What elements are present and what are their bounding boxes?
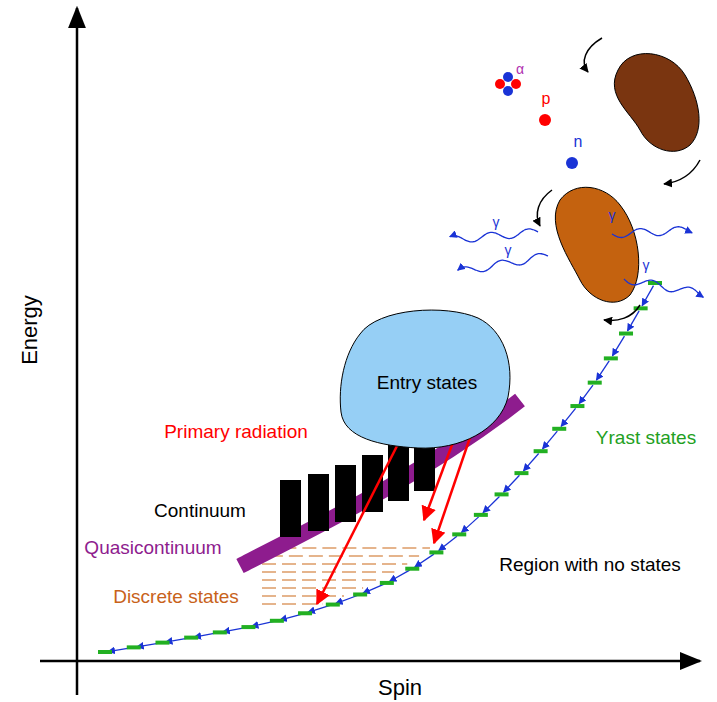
yrast-transition	[336, 596, 358, 604]
yrast-level	[474, 513, 488, 517]
yrast-level	[184, 636, 198, 640]
particle-label: α	[516, 62, 524, 77]
axis-title: Spin	[378, 676, 422, 700]
yrast-level	[127, 645, 141, 649]
yrast-level	[588, 381, 602, 385]
yrast-transition	[523, 453, 538, 470]
gamma-ray	[612, 227, 692, 238]
yrast-level	[326, 603, 340, 607]
yrast-level	[270, 619, 284, 623]
particle-label: n	[574, 133, 583, 151]
gamma-label: γ	[609, 208, 616, 223]
compound-nucleus	[555, 187, 638, 302]
gamma-rays	[450, 227, 704, 298]
yrast-level	[380, 581, 394, 585]
yrast-level	[241, 625, 255, 629]
region-title: Entry states	[377, 360, 477, 394]
gamma-label: γ	[643, 258, 650, 273]
yrast-transition	[596, 361, 609, 380]
yrast-transition	[579, 385, 593, 404]
yrast-level	[570, 404, 584, 408]
neutron	[566, 157, 578, 169]
yrast-transition	[415, 554, 434, 567]
residual-nucleus	[614, 54, 699, 152]
entry-states-region: Entry states	[338, 302, 516, 452]
yrast-transition	[628, 311, 640, 331]
yrast-level	[552, 427, 566, 431]
proton	[539, 114, 551, 126]
region-label: Region with no states	[499, 555, 681, 576]
rotation-arrow	[604, 305, 640, 320]
yrast-level	[213, 630, 227, 634]
yrast-transition	[389, 570, 409, 581]
yrast-level	[452, 532, 466, 536]
yrast-transition	[543, 431, 558, 449]
yrast-level	[155, 641, 169, 645]
region-label: Continuum	[154, 501, 246, 522]
yrast-level	[495, 492, 509, 496]
particle-label: p	[542, 90, 551, 108]
rotation-arrow	[537, 190, 552, 226]
yrast-level	[619, 332, 633, 336]
yrast-transition	[363, 584, 384, 593]
yrast-transition	[439, 536, 457, 550]
yrast-line	[98, 281, 662, 654]
discrete-levels	[262, 548, 430, 604]
region-label: Yrast states	[596, 428, 696, 449]
axis-title: Energy	[18, 295, 42, 365]
region-label: Quasicontinuum	[84, 538, 221, 559]
gamma-label: γ	[493, 215, 500, 230]
yrast-transition	[461, 517, 478, 532]
gamma-ray	[458, 254, 548, 272]
gamma-ray	[624, 279, 703, 297]
energy-axis	[76, 8, 79, 695]
yrast-level	[514, 471, 528, 475]
yrast-transition	[642, 286, 653, 306]
rotation-arrow	[584, 38, 602, 72]
yrast-transition	[504, 475, 520, 492]
yrast-level	[604, 356, 618, 360]
yrast-transition	[561, 408, 575, 426]
spin-axis	[40, 660, 700, 663]
yrast-level	[534, 449, 548, 453]
yrast-transition	[483, 497, 499, 513]
yrast-level	[298, 611, 312, 615]
yrast-level	[429, 550, 443, 554]
region-label: Discrete states	[113, 587, 239, 608]
yrast-transition	[612, 336, 624, 356]
gamma-ray	[450, 229, 538, 242]
region-label: Primary radiation	[164, 422, 308, 443]
yrast-level	[98, 650, 112, 654]
gamma-label: γ	[505, 243, 512, 258]
yrast-level	[353, 592, 367, 596]
rotation-arrow	[664, 160, 700, 184]
yrast-level	[405, 567, 419, 571]
